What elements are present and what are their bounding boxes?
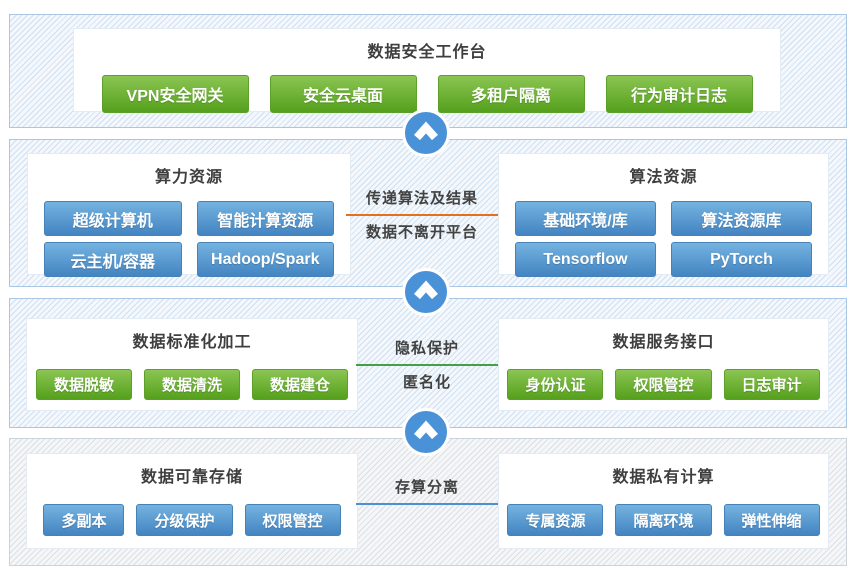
layer-standardization-service: 数据标准化加工 数据脱敏 数据清洗 数据建仓 隐私保护 匿名化 数据服务接口 身… [9, 298, 847, 428]
chip-data-cleaning: 数据清洗 [143, 369, 240, 400]
chip-identity-auth: 身份认证 [507, 369, 604, 400]
chip-row-data-service-api: 身份认证 权限管控 日志审计 [499, 369, 828, 400]
label-pass-algorithm-results: 传递算法及结果 [365, 190, 478, 207]
panel-title-private-computing: 数据私有计算 [612, 469, 715, 486]
chevron-up-icon [414, 121, 438, 141]
panel-title-computing-resources: 算力资源 [154, 169, 223, 186]
chevron-up-icon [414, 280, 438, 300]
panel-data-standardization: 数据标准化加工 数据脱敏 数据清洗 数据建仓 [26, 318, 358, 411]
panel-reliable-storage: 数据可靠存储 多副本 分级保护 权限管控 [26, 453, 358, 549]
panel-algorithm-resources: 算法资源 基础环境/库 算法资源库 Tensorflow PyTorch [498, 153, 829, 277]
chip-grid-computing-resources: 超级计算机 智能计算资源 云主机/容器 Hadoop/Spark [44, 201, 334, 277]
panel-private-computing: 数据私有计算 专属资源 隔离环境 弹性伸缩 [498, 453, 829, 549]
chip-supercomputer: 超级计算机 [44, 201, 182, 236]
chip-row-security-workbench: VPN安全网关 安全云桌面 多租户隔离 行为审计日志 [74, 75, 780, 113]
chip-intelligent-computing: 智能计算资源 [196, 201, 334, 236]
panel-data-service-api: 数据服务接口 身份认证 权限管控 日志审计 [498, 318, 829, 411]
chip-behavior-audit-log: 行为审计日志 [605, 75, 753, 113]
panel-security-workbench: 数据安全工作台 VPN安全网关 安全云桌面 多租户隔离 行为审计日志 [73, 28, 781, 113]
chevron-up-icon [414, 420, 438, 440]
chip-hadoop-spark: Hadoop/Spark [196, 242, 334, 277]
chip-dedicated-resources: 专属资源 [507, 504, 604, 536]
panel-title-data-service-api: 数据服务接口 [612, 334, 715, 351]
panel-title-algorithm-resources: 算法资源 [629, 169, 698, 186]
up-arrow-circle-3 [402, 408, 450, 456]
chip-row-private-computing: 专属资源 隔离环境 弹性伸缩 [499, 504, 828, 536]
label-anonymization: 匿名化 [402, 374, 451, 391]
chip-grid-algorithm-resources: 基础环境/库 算法资源库 Tensorflow PyTorch [515, 201, 812, 277]
panel-computing-resources: 算力资源 超级计算机 智能计算资源 云主机/容器 Hadoop/Spark [27, 153, 351, 277]
panel-title-reliable-storage: 数据可靠存储 [140, 469, 243, 486]
chip-tiered-protection: 分级保护 [136, 504, 233, 536]
layer-compute-algorithm: 算力资源 超级计算机 智能计算资源 云主机/容器 Hadoop/Spark 传递… [9, 139, 847, 287]
annotation-privacy-middle: 隐私保护 匿名化 [356, 299, 498, 427]
up-arrow-circle-1 [402, 109, 450, 157]
layer-storage-private-compute: 数据可靠存储 多副本 分级保护 权限管控 存算分离 数据私有计算 专属资源 隔离… [9, 438, 847, 566]
chip-data-warehouse: 数据建仓 [252, 369, 349, 400]
chip-log-audit: 日志审计 [723, 369, 820, 400]
chip-cloud-host-container: 云主机/容器 [44, 242, 182, 277]
chip-multi-replica: 多副本 [43, 504, 125, 536]
chip-row-reliable-storage: 多副本 分级保护 权限管控 [27, 504, 357, 536]
chip-base-env-lib: 基础环境/库 [515, 201, 656, 236]
chip-algorithm-repo: 算法资源库 [671, 201, 812, 236]
chip-secure-cloud-desktop: 安全云桌面 [269, 75, 417, 113]
divider-green [356, 364, 498, 366]
chip-isolated-environment: 隔离环境 [615, 504, 712, 536]
chip-permission-control-storage: 权限管控 [244, 504, 341, 536]
chip-multi-tenant-isolation: 多租户隔离 [437, 75, 585, 113]
annotation-storage-middle: 存算分离 [356, 439, 498, 565]
annotation-compute-middle: 传递算法及结果 数据不离开平台 [346, 140, 498, 286]
label-data-stays-on-platform: 数据不离开平台 [365, 224, 478, 241]
label-privacy-protection: 隐私保护 [394, 340, 459, 357]
chip-row-data-standardization: 数据脱敏 数据清洗 数据建仓 [27, 369, 357, 400]
chip-elastic-scaling: 弹性伸缩 [723, 504, 820, 536]
chip-vpn-gateway: VPN安全网关 [101, 75, 249, 113]
layer-security-workbench: 数据安全工作台 VPN安全网关 安全云桌面 多租户隔离 行为审计日志 [9, 14, 847, 128]
divider-blue [356, 503, 498, 505]
up-arrow-circle-2 [402, 268, 450, 316]
chip-tensorflow: Tensorflow [515, 242, 656, 277]
label-storage-compute-separation: 存算分离 [394, 479, 459, 496]
chip-data-masking: 数据脱敏 [35, 369, 132, 400]
chip-permission-control: 权限管控 [615, 369, 712, 400]
panel-title-data-standardization: 数据标准化加工 [132, 334, 252, 351]
divider-orange [346, 214, 498, 216]
chip-pytorch: PyTorch [671, 242, 812, 277]
panel-title-security-workbench: 数据安全工作台 [367, 44, 487, 61]
